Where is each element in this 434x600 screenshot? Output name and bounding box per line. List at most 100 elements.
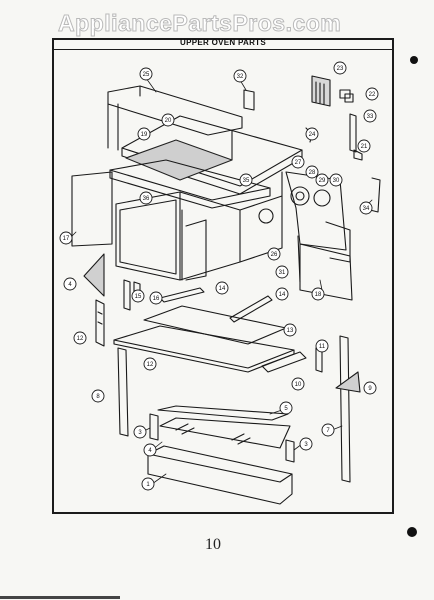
- callout-16: 15: [131, 289, 145, 303]
- callout-15-left: 14: [215, 281, 229, 295]
- callout-1: 1: [141, 477, 155, 491]
- part-right-long-rail: [339, 335, 351, 483]
- svg-text:24: 24: [309, 132, 316, 138]
- diagram-title: UPPER OVEN PARTS: [180, 38, 266, 47]
- part-bracket-22: [353, 149, 363, 161]
- part-kick-panel: [147, 445, 293, 505]
- part-strip-33: [243, 89, 255, 111]
- svg-text:20: 20: [165, 118, 172, 124]
- svg-text:17: 17: [63, 236, 70, 242]
- part-clip-left: [149, 413, 159, 441]
- callout-37: 36: [139, 191, 153, 205]
- svg-text:4: 4: [68, 282, 72, 288]
- callout-22: 21: [357, 139, 371, 153]
- svg-text:12: 12: [147, 362, 154, 368]
- callout-30: 29: [315, 173, 329, 187]
- callout-6: 4: [63, 277, 77, 291]
- part-front-frame: [109, 159, 271, 209]
- svg-text:1: 1: [146, 482, 150, 488]
- svg-text:25: 25: [143, 72, 150, 78]
- part-post-16: [123, 279, 131, 311]
- svg-text:12: 12: [77, 336, 84, 342]
- svg-text:32: 32: [237, 74, 244, 80]
- svg-text:7: 7: [326, 428, 330, 434]
- callout-26: 25: [139, 67, 153, 81]
- callout-28: 27: [291, 155, 305, 169]
- part-clip-right: [285, 439, 295, 463]
- callout-3-right: 3: [299, 437, 313, 451]
- callout-5: 5: [279, 401, 293, 415]
- svg-text:35: 35: [243, 178, 250, 184]
- callout-34: 33: [363, 109, 377, 123]
- svg-text:36: 36: [143, 196, 150, 202]
- svg-text:23: 23: [337, 66, 344, 72]
- callout-13: 12: [143, 357, 157, 371]
- callout-20: 19: [137, 127, 151, 141]
- title-bar: UPPER OVEN PARTS: [54, 38, 392, 50]
- callout-7: 7: [321, 423, 335, 437]
- callout-31: 30: [329, 173, 343, 187]
- svg-text:10: 10: [295, 382, 302, 388]
- svg-text:29: 29: [319, 178, 326, 184]
- callout-21: 20: [161, 113, 175, 127]
- part-rail-right: [229, 295, 273, 323]
- svg-text:3: 3: [304, 442, 308, 448]
- part-rail-left: [159, 287, 205, 303]
- callout-35: 34: [359, 201, 373, 215]
- callout-19: 18: [311, 287, 325, 301]
- callout-labels: 25 32 23 22 33 20 19 24 21 27 28 35 29 3…: [59, 61, 379, 491]
- callout-18: 17: [59, 231, 73, 245]
- svg-text:5: 5: [284, 406, 288, 412]
- callout-25: 24: [305, 127, 319, 141]
- page-number: 10: [205, 536, 221, 553]
- part-left-side-panel: [71, 171, 113, 247]
- svg-text:14: 14: [279, 292, 286, 298]
- callout-32: 31: [275, 265, 289, 279]
- callout-8: 8: [91, 389, 105, 403]
- svg-text:27: 27: [295, 160, 302, 166]
- part-bottom-panel: [143, 305, 287, 345]
- callout-11: 11: [315, 339, 329, 353]
- callout-12: 12: [73, 331, 87, 345]
- callout-10: 10: [291, 377, 305, 391]
- svg-text:13: 13: [287, 328, 294, 334]
- callout-17: 16: [149, 291, 163, 305]
- part-top-frame: [107, 85, 243, 161]
- part-hinge: [95, 299, 105, 347]
- svg-text:22: 22: [369, 92, 376, 98]
- callout-36: 35: [239, 173, 253, 187]
- svg-text:9: 9: [368, 386, 372, 392]
- callout-24: 23: [333, 61, 347, 75]
- part-floor-panel: [113, 325, 295, 373]
- leader-lines: [71, 77, 373, 485]
- part-insulation: [125, 139, 233, 181]
- part-bracket-23: [339, 89, 354, 103]
- callout-4: 4: [143, 443, 157, 457]
- part-strip-34: [349, 113, 357, 153]
- callout-23: 22: [365, 87, 379, 101]
- svg-text:4: 4: [148, 448, 152, 454]
- svg-text:8: 8: [96, 394, 100, 400]
- part-glass-panel: [159, 417, 291, 449]
- part-left-long-rail: [117, 347, 129, 437]
- diagram-frame: [52, 38, 394, 514]
- part-oven-cavity: [115, 171, 283, 281]
- callout-3-left: 3: [133, 425, 147, 439]
- callout-29: 28: [305, 165, 319, 179]
- svg-text:15: 15: [135, 294, 142, 300]
- svg-text:19: 19: [141, 132, 148, 138]
- svg-text:26: 26: [271, 252, 278, 258]
- part-right-side-panel: [297, 235, 353, 301]
- svg-text:33: 33: [367, 114, 374, 120]
- svg-text:11: 11: [319, 344, 326, 350]
- svg-text:3: 3: [138, 430, 142, 436]
- svg-text:18: 18: [315, 292, 322, 298]
- part-vent-grille: [311, 75, 331, 107]
- svg-text:30: 30: [333, 178, 340, 184]
- part-left-triangle: [83, 253, 105, 297]
- callout-9: 9: [363, 381, 377, 395]
- svg-text:21: 21: [361, 144, 368, 150]
- svg-text:31: 31: [279, 270, 286, 276]
- callout-14: 13: [283, 323, 297, 337]
